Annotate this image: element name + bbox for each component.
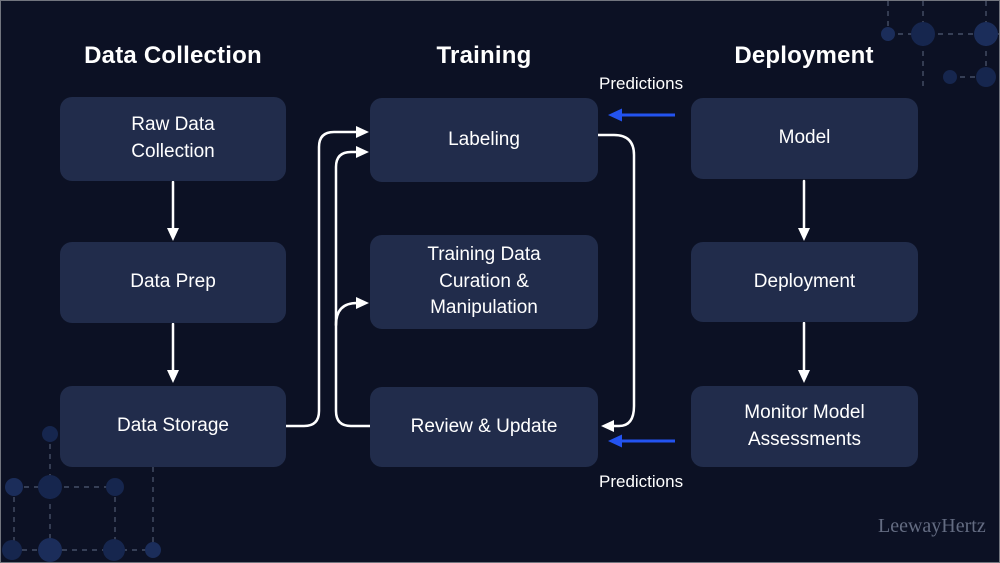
- blue-prediction-arrows: [608, 108, 675, 448]
- connector-review-to-curation-branch: [334, 297, 369, 327]
- leewayhertz-watermark: LeewayHertz: [878, 515, 986, 537]
- node-data-storage: Data Storage: [60, 386, 286, 467]
- connector-review-to-labeling: [334, 146, 372, 428]
- node-training-data-curation: Training Data Curation & Manipulation: [370, 235, 598, 329]
- connector-labeling-to-review: [596, 133, 636, 432]
- column-header-deployment: Deployment: [734, 42, 874, 69]
- node-labeling: Labeling: [370, 98, 598, 182]
- node-deployment: Deployment: [691, 242, 918, 322]
- column-header-training: Training: [436, 42, 532, 69]
- node-review-update: Review & Update: [370, 387, 598, 467]
- node-model: Model: [691, 98, 918, 179]
- connector-datastorage-to-labeling: [284, 126, 369, 428]
- node-monitor-model-assessments: Monitor Model Assessments: [691, 386, 918, 467]
- predictions-label-top: Predictions: [599, 74, 684, 93]
- node-data-prep: Data Prep: [60, 242, 286, 323]
- predictions-label-bottom: Predictions: [599, 472, 684, 491]
- node-raw-data-collection: Raw Data Collection: [60, 97, 286, 181]
- column-header-data-collection: Data Collection: [84, 42, 262, 69]
